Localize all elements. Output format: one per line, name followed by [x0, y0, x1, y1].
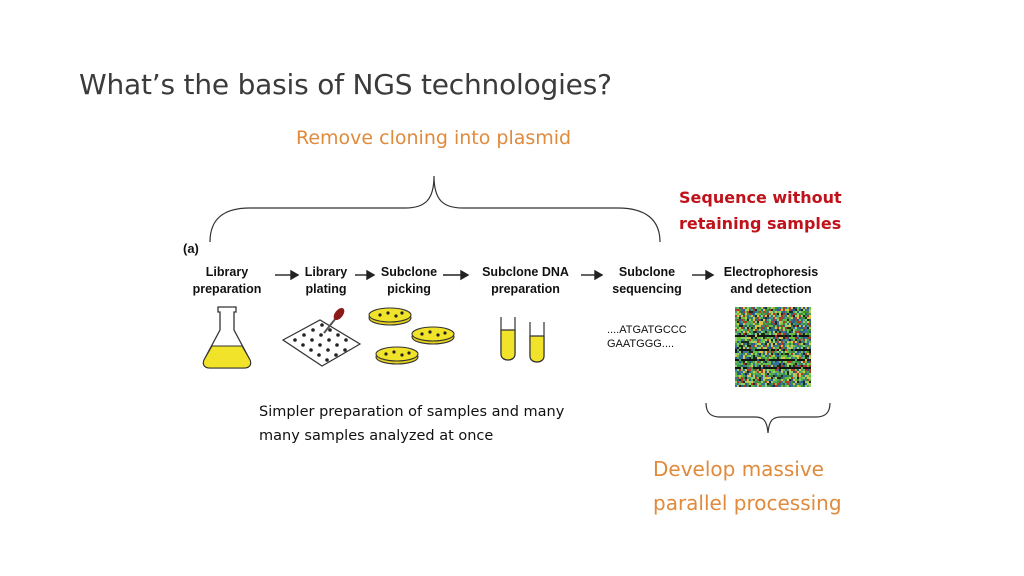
bottom-note-line2: many samples analyzed at once: [259, 428, 494, 444]
step-library-preparation: Library preparation: [182, 264, 272, 298]
step-label-line1: Library: [205, 265, 249, 279]
step-label-line2: preparation: [491, 282, 560, 296]
step-library-plating: Library plating: [296, 264, 356, 298]
top-brace: [209, 175, 661, 243]
step-label-line1: Electrophoresis: [723, 265, 819, 279]
side-annotation-line2: retaining samples: [679, 214, 842, 233]
step-label-line2: preparation: [192, 282, 262, 296]
bottom-right-line2: parallel processing: [653, 491, 842, 515]
process-arrows: [275, 269, 715, 281]
petri-dish-icon: [368, 307, 455, 365]
sequence-line2: GAATGGG....: [607, 338, 675, 350]
step-label-line2: plating: [305, 282, 347, 296]
bottom-note-line1: Simpler preparation of samples and many: [259, 404, 565, 420]
step-electrophoresis-detection: Electrophoresis and detection: [714, 264, 828, 298]
step-label-line2: sequencing: [612, 282, 682, 296]
bottom-right-annotation: Develop massive parallel processing: [653, 452, 842, 520]
bottom-right-line1: Develop massive: [653, 457, 824, 481]
bottom-brace: [705, 402, 831, 434]
side-annotation-line1: Sequence without: [679, 188, 842, 207]
gel-image-icon: [735, 307, 811, 387]
step-subclone-picking: Subclone picking: [374, 264, 444, 298]
side-annotation: Sequence without retaining samples: [679, 185, 842, 237]
test-tube-icon: [500, 317, 545, 363]
plating-grid-icon: [281, 307, 362, 367]
top-annotation: Remove cloning into plasmid: [296, 127, 572, 149]
step-label-line1: Library: [304, 265, 348, 279]
grid-dots: [293, 323, 348, 362]
step-subclone-sequencing: Subclone sequencing: [603, 264, 691, 298]
flask-icon: [202, 306, 252, 369]
panel-label: (a): [183, 241, 199, 256]
sequence-line1: ....ATGATGCCC: [607, 324, 687, 336]
step-label-line1: Subclone DNA: [482, 265, 569, 279]
sequence-readout: ....ATGATGCCC GAATGGG....: [607, 323, 687, 351]
slide-title: What’s the basis of NGS technologies?: [79, 68, 612, 101]
step-label-line2: and detection: [730, 282, 812, 296]
step-label-line2: picking: [387, 282, 431, 296]
step-label-line1: Subclone: [380, 265, 438, 279]
step-label-line1: Subclone: [618, 265, 676, 279]
bottom-note: Simpler preparation of samples and many …: [259, 400, 564, 448]
step-subclone-dna-preparation: Subclone DNA preparation: [468, 264, 583, 298]
